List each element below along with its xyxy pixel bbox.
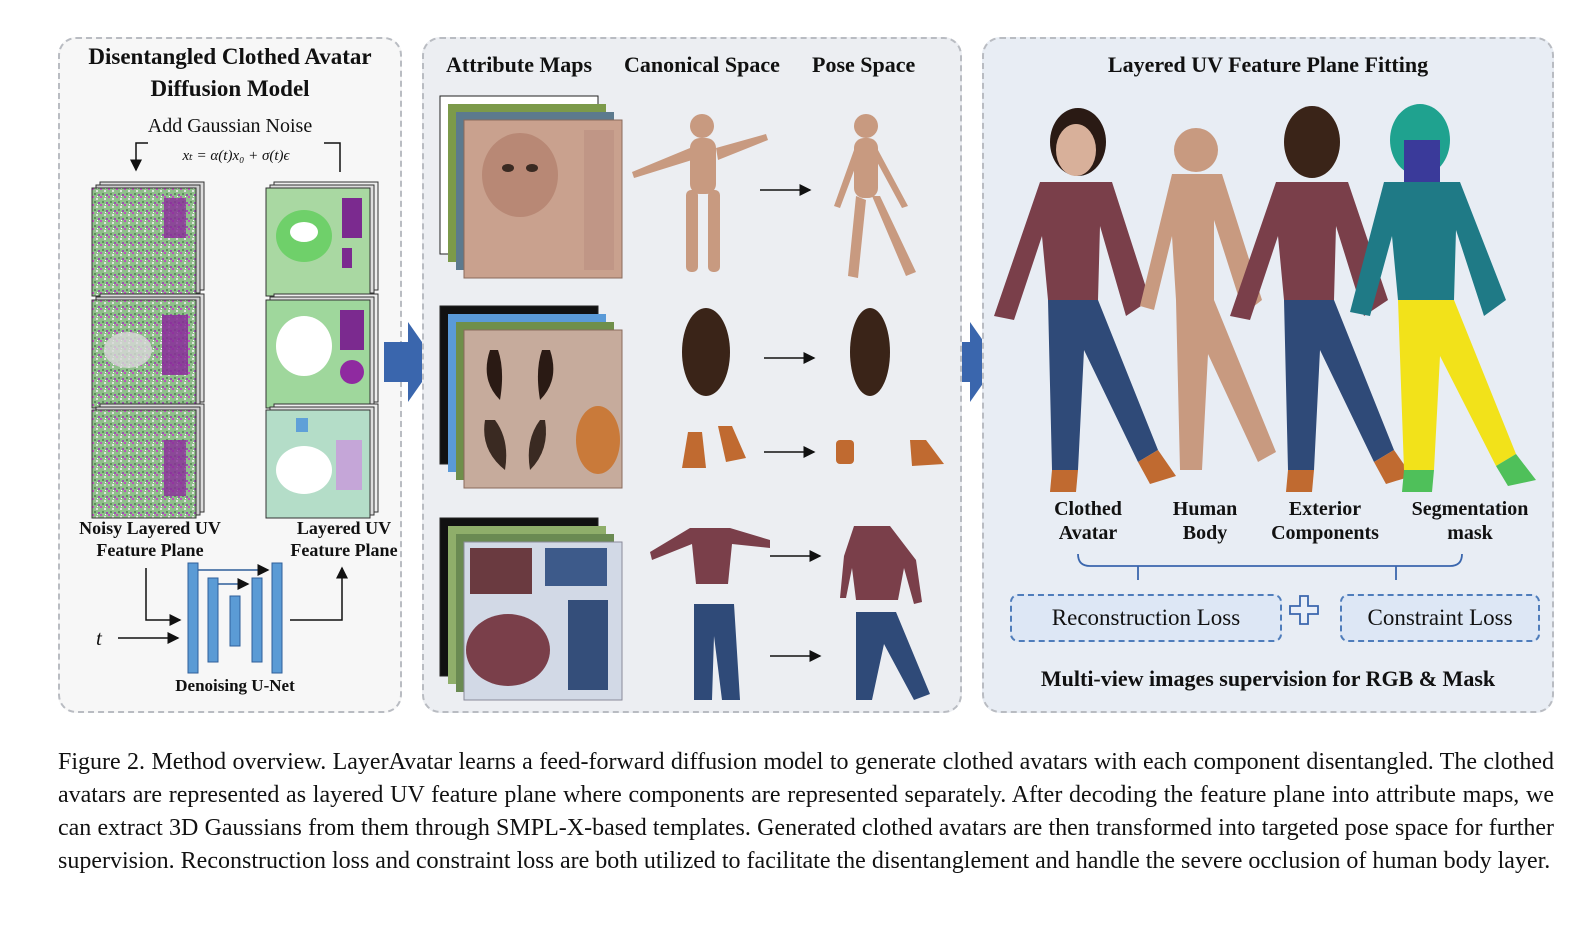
reconstruction-loss-box: Reconstruction Loss	[1010, 594, 1282, 642]
label-human-body-2: Body	[1182, 522, 1228, 544]
posed-sweater	[840, 526, 922, 604]
flow-arrow-1	[384, 322, 436, 402]
noisy-plane-label-line2: Feature Plane	[96, 540, 204, 560]
label-segmentation-1: Segmentation	[1411, 498, 1529, 520]
segmentation-mask-render	[1350, 104, 1536, 492]
constraint-loss-label: Constraint Loss	[1367, 605, 1513, 630]
canonical-shoes	[682, 426, 746, 468]
label-exterior-2: Components	[1271, 522, 1379, 544]
clothes-attribute-map-stack	[439, 517, 623, 701]
canonical-jeans	[694, 604, 740, 700]
unet-label: Denoising U-Net	[175, 676, 295, 695]
plus-icon	[1289, 595, 1319, 625]
reconstruction-loss-label: Reconstruction Loss	[1051, 605, 1241, 630]
clean-plane-label-line2: Feature Plane	[290, 540, 398, 560]
constraint-loss-box: Constraint Loss	[1340, 594, 1540, 642]
clean-plane-label-line1: Layered UV	[296, 518, 392, 538]
figure-caption: Figure 2. Method overview. LayerAvatar l…	[58, 749, 1554, 874]
noise-label: Add Gaussian Noise	[147, 115, 313, 137]
label-clothed-avatar-1: Clothed	[1054, 498, 1122, 520]
body-attribute-map-stack	[439, 95, 623, 279]
panel3-title: Layered UV Feature Plane Fitting	[1107, 52, 1429, 77]
supervision-label: Multi-view images supervision for RGB & …	[1040, 666, 1496, 691]
clothed-avatar-render	[994, 108, 1176, 492]
timestep-label: t	[96, 626, 102, 650]
noisy-uv-plane-stack	[91, 181, 205, 519]
unet-diagram	[187, 562, 283, 674]
noise-formula: xₜ = α(t)x₀ + σ(t)ϵ	[182, 148, 290, 164]
posed-hair	[850, 308, 890, 396]
label-clothed-avatar-2: Avatar	[1058, 522, 1118, 544]
col-pose-space: Pose Space	[812, 52, 916, 77]
label-human-body-1: Human	[1172, 498, 1238, 520]
canonical-sweater	[650, 528, 770, 584]
panel1-title-line2: Diffusion Model	[150, 76, 310, 101]
noisy-plane-label-line1: Noisy Layered UV	[79, 518, 221, 538]
canonical-body	[632, 114, 768, 272]
posed-jeans	[856, 612, 930, 700]
label-segmentation-2: mask	[1447, 522, 1493, 544]
col-canonical-space: Canonical Space	[624, 52, 780, 77]
exterior-components-render	[1230, 106, 1412, 492]
canonical-hair	[682, 308, 730, 396]
posed-shoes	[836, 440, 944, 466]
panel1-title-line1: Disentangled Clothed Avatar	[88, 44, 372, 69]
col-attribute-maps: Attribute Maps	[446, 52, 593, 77]
posed-body	[834, 114, 916, 278]
hair-shoes-attribute-map-stack	[439, 305, 623, 489]
layered-uv-plane-stack	[265, 181, 379, 519]
label-exterior-1: Exterior	[1288, 498, 1362, 520]
human-body-render	[1140, 128, 1276, 470]
